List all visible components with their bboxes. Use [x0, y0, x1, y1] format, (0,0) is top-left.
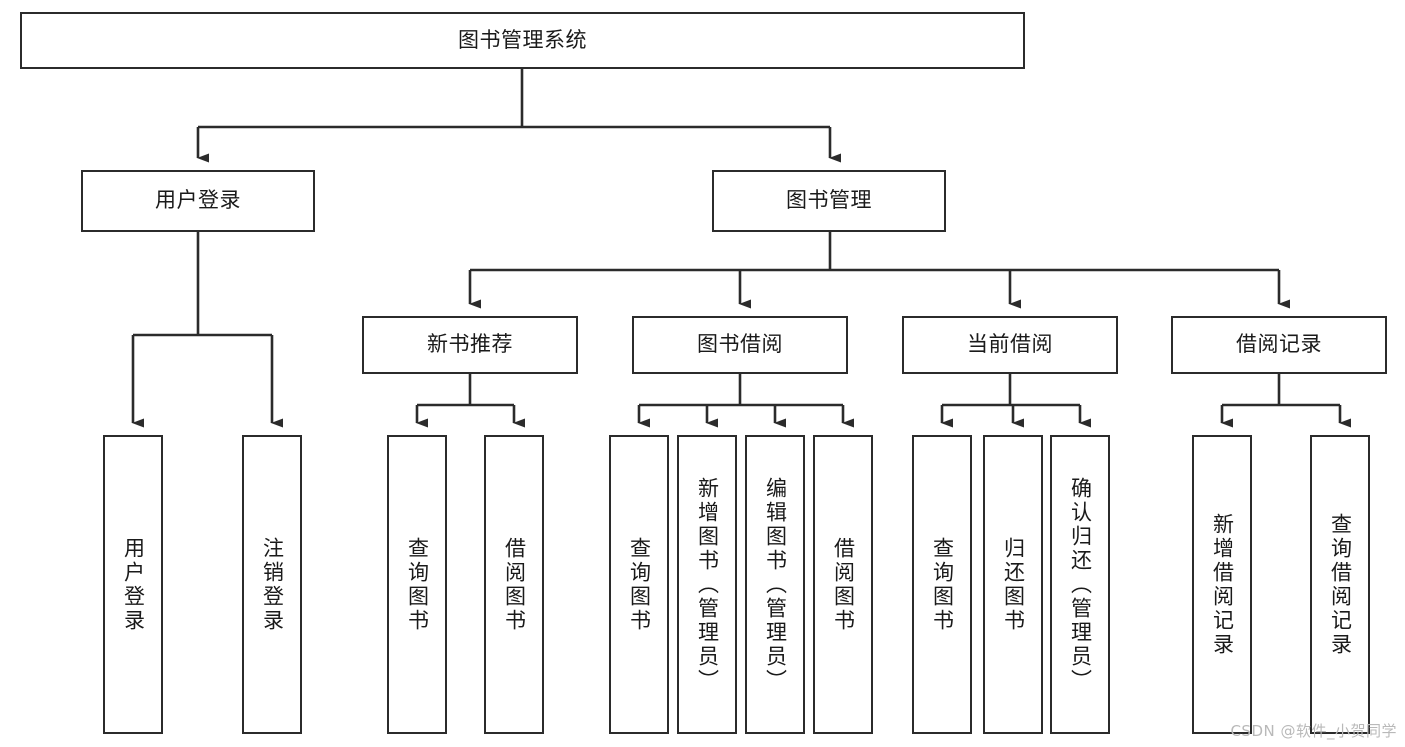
node-leaf-label: 新增借阅记录 [1210, 512, 1235, 657]
node-book-borrow-label: 图书借阅 [697, 332, 783, 357]
node-user-login-label: 用户登录 [155, 188, 241, 213]
node-leaf-label: 查询图书 [930, 536, 955, 633]
node-leaf-query-book-new[interactable]: 查询图书 [387, 435, 447, 734]
node-leaf-label: 用户登录 [121, 536, 146, 633]
node-leaf-label: 注销登录 [260, 536, 285, 633]
node-leaf-label: 借阅图书 [831, 536, 856, 633]
node-leaf-label: 查询图书 [405, 536, 430, 633]
node-book-borrow[interactable]: 图书借阅 [632, 316, 848, 374]
node-leaf-label: 借阅图书 [502, 536, 527, 633]
node-leaf-add-borrow-record[interactable]: 新增借阅记录 [1192, 435, 1252, 734]
node-leaf-return-book[interactable]: 归还图书 [983, 435, 1043, 734]
node-current-borrow-label: 当前借阅 [967, 332, 1053, 357]
node-leaf-confirm-return-admin[interactable]: 确认归还（管理员） [1050, 435, 1110, 734]
node-leaf-borrow-book[interactable]: 借阅图书 [813, 435, 873, 734]
node-current-borrow[interactable]: 当前借阅 [902, 316, 1118, 374]
node-leaf-label: 新增图书（管理员） [695, 476, 720, 693]
node-new-book-recommend[interactable]: 新书推荐 [362, 316, 578, 374]
node-leaf-borrow-book-new[interactable]: 借阅图书 [484, 435, 544, 734]
node-leaf-logout[interactable]: 注销登录 [242, 435, 302, 734]
node-leaf-label: 查询借阅记录 [1328, 512, 1353, 657]
node-new-book-recommend-label: 新书推荐 [427, 332, 513, 357]
node-book-management-label: 图书管理 [786, 188, 872, 213]
node-borrow-records[interactable]: 借阅记录 [1171, 316, 1387, 374]
node-root-system[interactable]: 图书管理系统 [20, 12, 1025, 69]
node-leaf-user-login[interactable]: 用户登录 [103, 435, 163, 734]
node-root-label: 图书管理系统 [458, 27, 587, 52]
node-leaf-label: 确认归还（管理员） [1068, 476, 1093, 693]
node-book-management[interactable]: 图书管理 [712, 170, 946, 232]
node-user-login[interactable]: 用户登录 [81, 170, 315, 232]
node-leaf-query-borrow-record[interactable]: 查询借阅记录 [1310, 435, 1370, 734]
node-leaf-query-book[interactable]: 查询图书 [609, 435, 669, 734]
node-leaf-query-book-current[interactable]: 查询图书 [912, 435, 972, 734]
node-leaf-label: 编辑图书（管理员） [763, 476, 788, 693]
node-leaf-add-book-admin[interactable]: 新增图书（管理员） [677, 435, 737, 734]
node-leaf-label: 查询图书 [627, 536, 652, 633]
node-borrow-records-label: 借阅记录 [1236, 332, 1322, 357]
node-leaf-label: 归还图书 [1001, 536, 1026, 633]
node-leaf-edit-book-admin[interactable]: 编辑图书（管理员） [745, 435, 805, 734]
